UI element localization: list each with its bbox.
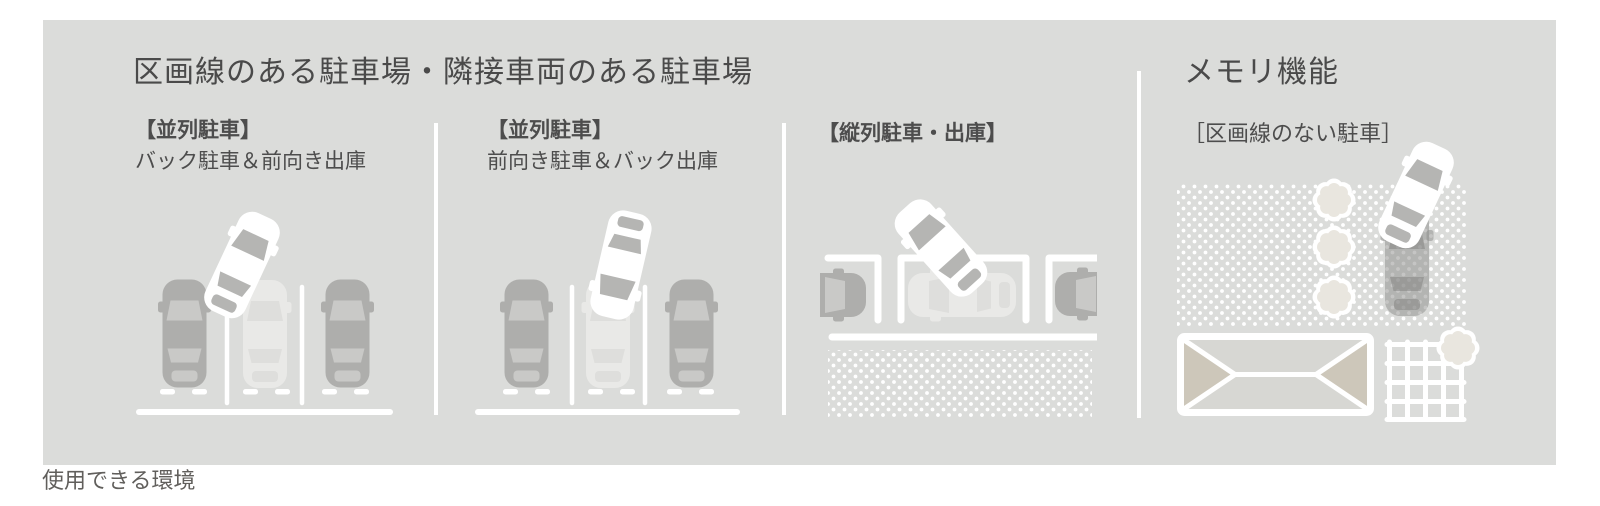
parallel-parking-illustration — [820, 198, 1097, 418]
column-divider-1 — [434, 123, 438, 415]
column2-heading-sub: 前向き駐車＆バック出庫 — [487, 150, 718, 173]
nose-in-parking-illustration — [475, 206, 740, 415]
maneuvering-car-icon — [583, 206, 659, 324]
sidewalk-dot-pattern-icon — [828, 350, 1092, 418]
column3-heading: 【縦列駐車・出庫】 — [818, 118, 1007, 149]
column2-heading-main: 【並列駐車】 — [487, 119, 613, 142]
parking-bay-line-icon — [569, 284, 648, 406]
bush-icon — [1312, 275, 1356, 319]
column-divider-2 — [782, 123, 786, 415]
bush-icon — [1312, 178, 1356, 222]
parked-car-icon — [500, 279, 553, 388]
back-in-parking-illustration — [136, 204, 393, 415]
column4-heading-main: ［区画線のない駐車］ — [1183, 121, 1404, 146]
memory-parking-illustration — [1177, 140, 1480, 422]
garden-grid-icon — [1384, 339, 1467, 422]
column1-heading-main: 【並列駐車】 — [135, 119, 261, 142]
column3-heading-main: 【縦列駐車・出庫】 — [818, 122, 1007, 145]
feature-panel: 区画線のある駐車場・隣接車両のある駐車場 メモリ機能 【並列駐車】 バック駐車＆… — [43, 20, 1556, 465]
parked-car-icon — [665, 279, 718, 388]
section-divider — [1137, 71, 1141, 418]
column1-heading: 【並列駐車】 バック駐車＆前向き出庫 — [135, 115, 366, 177]
wheel-stop-dash-icon — [160, 389, 369, 395]
parked-car-icon — [1055, 267, 1097, 321]
column1-heading-sub: バック駐車＆前向き出庫 — [135, 150, 366, 173]
column2-heading: 【並列駐車】 前向き駐車＆バック出庫 — [487, 115, 718, 177]
page-caption: 使用できる環境 — [42, 468, 196, 493]
bush-icon — [1436, 326, 1480, 370]
parked-car-icon — [321, 279, 374, 388]
column4-heading: ［区画線のない駐車］ — [1183, 118, 1403, 149]
left-section-title: 区画線のある駐車場・隣接車両のある駐車場 — [133, 56, 753, 89]
wheel-stop-dash-icon — [503, 389, 714, 395]
parked-car-icon — [158, 279, 211, 388]
memory-section-title: メモリ機能 — [1184, 56, 1339, 89]
bush-icon — [1312, 225, 1356, 269]
parked-car-icon — [820, 268, 866, 322]
house-roof-icon — [1177, 333, 1374, 416]
